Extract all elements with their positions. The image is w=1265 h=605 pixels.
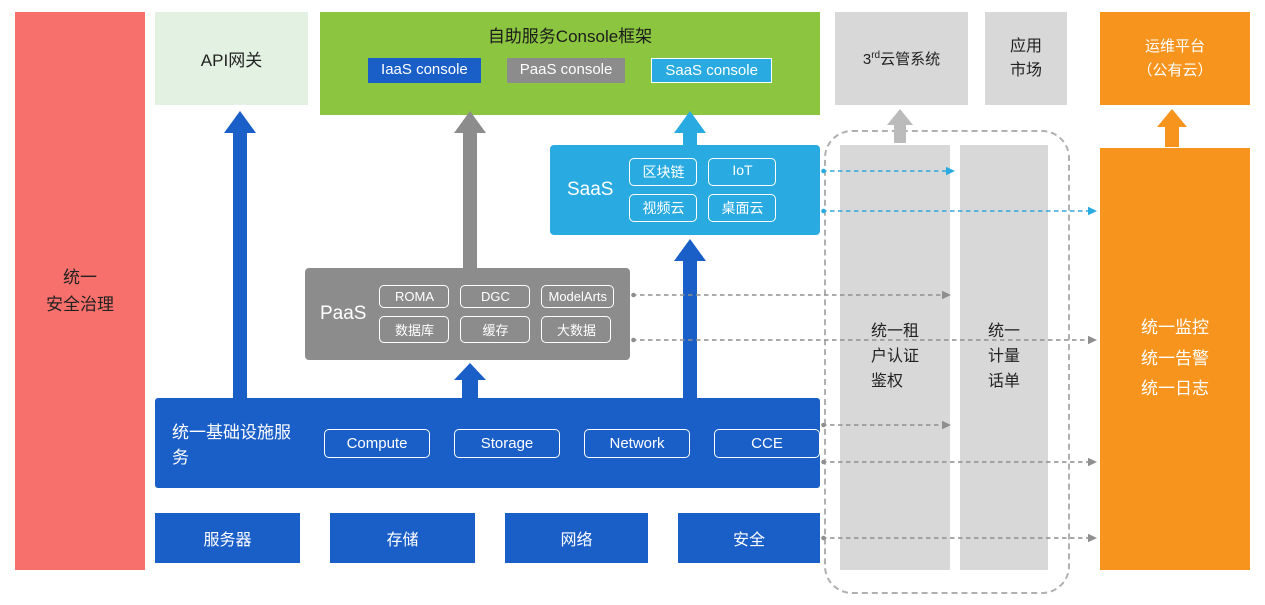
service-chip-modelarts: ModelArts: [541, 285, 615, 308]
metering-billing-line-2: 计量: [987, 348, 1020, 366]
api-gateway-label: API网关: [200, 51, 263, 70]
ops-platform-box: 运维平台 （公有云）: [1100, 12, 1250, 105]
security-governance-line-2: 安全治理: [46, 295, 114, 314]
service-chip-database: 数据库: [379, 316, 450, 343]
arrow-paas-to-console: [454, 111, 486, 269]
service-chip-roma: ROMA: [379, 285, 450, 308]
saas-layer-box: SaaS 区块链 IoT 视频云 桌面云: [550, 145, 820, 235]
resource-box-network: 网络: [505, 513, 648, 563]
service-chip-video-cloud: 视频云: [629, 194, 698, 222]
console-framework-title: 自助服务Console框架: [487, 27, 653, 46]
app-market-line-2: 市场: [1009, 61, 1042, 79]
metering-billing-line-3: 话单: [987, 372, 1020, 390]
security-governance-line-1: 统一: [63, 267, 97, 287]
app-market-line-1: 应用: [1009, 38, 1042, 56]
monitoring-line-2: 统一告警: [1141, 348, 1209, 368]
arrow-infra-to-paas: [454, 363, 486, 399]
api-gateway-box: API网关: [155, 12, 308, 105]
third-party-cms-superscript: rd: [871, 50, 881, 61]
saas-services: 区块链 IoT 视频云 桌面云: [629, 158, 777, 222]
monitoring-box: 统一监控 统一告警 统一日志: [1100, 148, 1250, 570]
service-chip-blockchain: 区块链: [629, 158, 698, 186]
service-chip-network: Network: [584, 428, 690, 458]
service-chip-compute: Compute: [324, 428, 430, 458]
infrastructure-layer-box: 统一基础设施服务 Compute Storage Network CCE: [155, 398, 820, 488]
paas-services: ROMA DGC ModelArts 数据库 缓存 大数据: [379, 285, 615, 343]
infrastructure-label: 统一基础设施服务: [172, 423, 291, 467]
app-market-box: 应用 市场: [985, 12, 1067, 105]
infrastructure-services: Compute Storage Network CCE: [324, 428, 820, 458]
iaas-console-button: IaaS console: [368, 58, 481, 83]
resource-box-storage: 存储: [330, 513, 475, 563]
service-chip-cache: 缓存: [460, 316, 531, 343]
service-chip-bigdata: 大数据: [541, 316, 612, 343]
arrow-infra-to-api-gateway: [224, 111, 256, 399]
third-party-cms-label: 3rd云管系统: [862, 50, 941, 69]
ops-platform-line-2: （公有云）: [1137, 61, 1213, 79]
service-chip-iot: IoT: [708, 158, 777, 186]
tenant-auth-line-3: 鉴权: [870, 372, 903, 390]
ops-platform-line-1: 运维平台: [1144, 38, 1205, 56]
arrow-monitor-to-ops: [1157, 109, 1187, 147]
paas-console-button: PaaS console: [506, 58, 626, 83]
monitoring-line-1: 统一监控: [1141, 318, 1209, 338]
paas-layer-box: PaaS ROMA DGC ModelArts 数据库 缓存 大数据: [305, 268, 630, 360]
shared-services-dashed-container: [824, 130, 1070, 594]
service-chip-cce: CCE: [714, 428, 820, 458]
paas-layer-label: PaaS: [320, 303, 367, 324]
console-buttons-row: IaaS console PaaS console SaaS console: [368, 58, 772, 83]
service-chip-dgc: DGC: [460, 285, 531, 308]
service-chip-desktop-cloud: 桌面云: [708, 194, 777, 222]
console-framework-box: 自助服务Console框架 IaaS console PaaS console …: [320, 12, 820, 115]
resource-box-server: 服务器: [155, 513, 300, 563]
security-governance-bar: 统一 安全治理: [15, 12, 145, 570]
monitoring-line-3: 统一日志: [1141, 379, 1209, 399]
arrow-infra-to-saas: [674, 239, 706, 399]
tenant-auth-line-1: 统一租: [870, 323, 919, 341]
metering-billing-bar: 统一 计量 话单: [960, 145, 1048, 570]
tenant-auth-line-2: 户认证: [870, 348, 919, 366]
saas-layer-label: SaaS: [567, 179, 614, 200]
resource-box-security: 安全: [678, 513, 820, 563]
metering-billing-line-1: 统一: [987, 323, 1020, 341]
third-party-cms-box: 3rd云管系统: [835, 12, 968, 105]
arrow-saas-to-console: [674, 111, 706, 146]
service-chip-storage: Storage: [454, 428, 560, 458]
tenant-auth-bar: 统一租 户认证 鉴权: [840, 145, 950, 570]
saas-console-button: SaaS console: [651, 58, 772, 83]
